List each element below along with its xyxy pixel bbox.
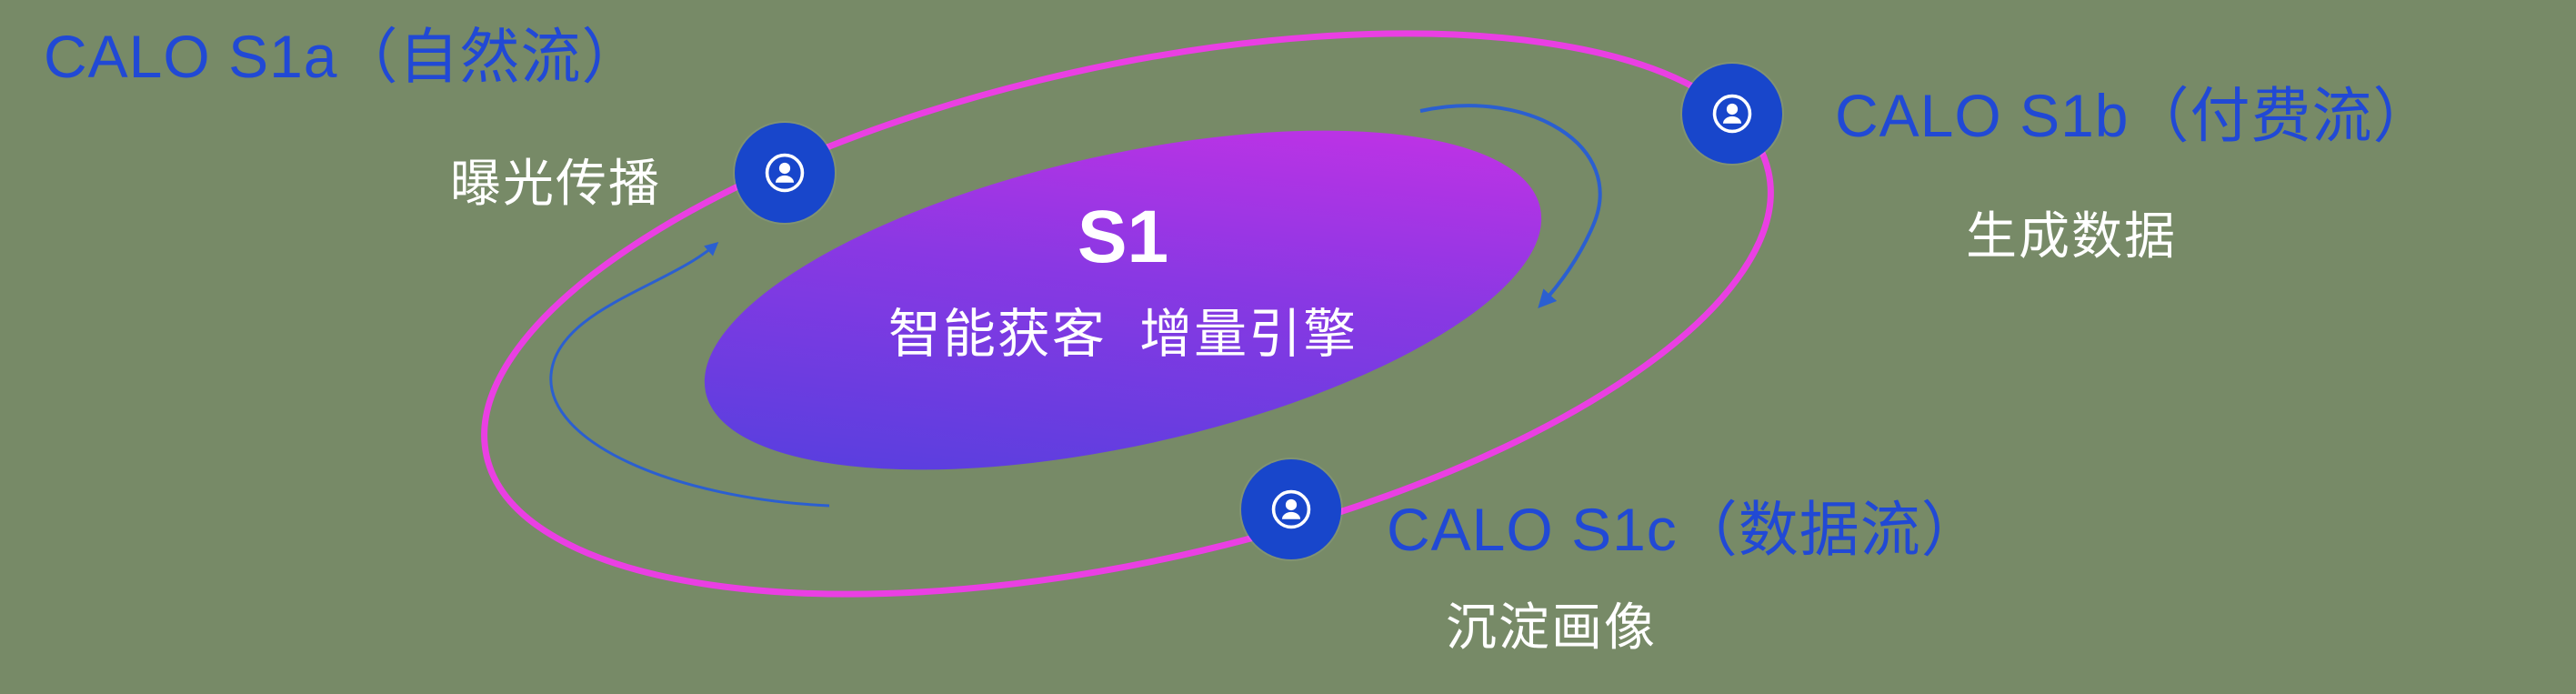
- flow-arrow-left: [549, 242, 830, 508]
- label-s1a-title: CALO S1a（自然流）: [44, 23, 643, 90]
- label-s1a-subtitle: 曝光传播: [450, 155, 661, 212]
- core-subtitle: 智能获客 增量引擎: [887, 305, 1358, 365]
- core-label-group: S1 智能获客 增量引擎: [850, 196, 1396, 367]
- flow-arrow-right: [1419, 104, 1602, 308]
- node-s1b: [1682, 64, 1782, 164]
- node-s1a: [735, 123, 835, 223]
- label-s1c-subtitle: 沉淀画像: [1446, 598, 1657, 656]
- user-icon: [765, 153, 805, 193]
- user-icon: [1712, 94, 1752, 134]
- label-s1b-title: CALO S1b（付费流）: [1835, 82, 2434, 149]
- core-title: S1: [1077, 196, 1169, 278]
- label-s1c-title: CALO S1c（数据流）: [1387, 496, 1982, 563]
- orbit-ellipse: [481, 30, 1774, 598]
- label-s1b-subtitle: 生成数据: [1966, 207, 2177, 265]
- core-ellipse: [704, 130, 1542, 470]
- user-icon: [1271, 489, 1311, 529]
- node-s1c: [1241, 459, 1341, 559]
